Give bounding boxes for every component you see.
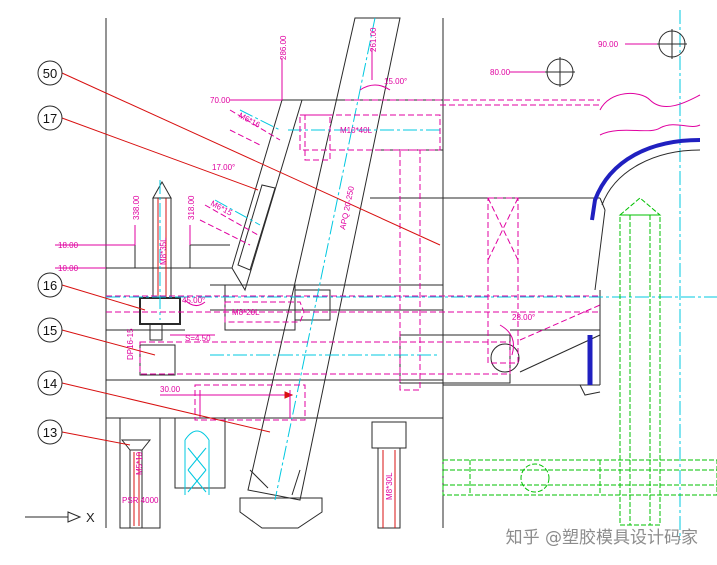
leader-lines [61, 72, 441, 446]
dim-338: 338.00 [132, 195, 141, 220]
dim-10: 10.00 [58, 264, 79, 273]
bolt-m5x10 [120, 439, 152, 529]
dimension-lines [55, 43, 657, 418]
watermark: 知乎 @塑胶模具设计码家 [506, 528, 698, 548]
svg-text:17: 17 [43, 111, 57, 126]
svg-text:15: 15 [43, 323, 57, 338]
callout-m6x16: M6*16 [237, 111, 262, 130]
part-contour [599, 92, 701, 111]
plastic-part-surface [590, 138, 701, 221]
datum-markers [545, 29, 687, 87]
plastic-part-inner [601, 149, 701, 206]
dim-80: 80.00 [490, 68, 511, 77]
dim-90: 90.00 [598, 40, 619, 49]
svg-text:14: 14 [43, 376, 57, 391]
callout-psr: PSR 4000 [122, 496, 159, 505]
dim-angle-15: 15.00° [384, 77, 407, 86]
callout-m5x10: M5*10 [135, 451, 144, 475]
bolt-m8x30 [382, 450, 396, 528]
dim-18: 18.00 [58, 241, 79, 250]
dim-s450: S=4.50 [185, 334, 211, 343]
svg-text:13: 13 [43, 425, 57, 440]
spring-block [184, 430, 210, 495]
svg-text:50: 50 [43, 66, 57, 81]
x-axis-label: X [86, 510, 95, 525]
balloon-16: 16 [37, 272, 63, 298]
ejector-system [442, 197, 717, 526]
callout-m8x20: M8*20L [232, 308, 260, 317]
dim-angle-45: 45.00° [182, 296, 205, 305]
dim-dp16: DP16-15 [126, 328, 135, 360]
x-axis-indicator: X [25, 510, 95, 525]
dim-70: 70.00 [210, 96, 231, 105]
callout-m6x15: M6*15 [209, 199, 234, 218]
hidden-lines [106, 99, 601, 421]
dim-30: 30.00 [160, 385, 181, 394]
balloon-14: 14 [37, 370, 63, 396]
dim-286: 286.00 [279, 35, 288, 60]
dim-angle-28: 28.00° [512, 313, 535, 322]
part-contour-2 [599, 124, 701, 136]
dim-318: 318.00 [187, 195, 196, 220]
balloon-13: 13 [37, 419, 63, 445]
callout-apq: APQ 20-250 [338, 185, 356, 230]
callout-m8x35: M8*35L [159, 237, 168, 265]
svg-text:16: 16 [43, 278, 57, 293]
dim-angle-17: 17.00° [212, 163, 235, 172]
balloon-17: 17 [37, 105, 63, 131]
balloon-50: 50 [37, 60, 63, 86]
balloon-15: 15 [37, 317, 63, 343]
callout-m10x40: M10*40L [340, 126, 373, 135]
mold-outline [105, 17, 606, 529]
part-corner [579, 384, 601, 396]
dim-261: 261.00 [369, 27, 378, 52]
callout-m8x30: M8*30L [385, 472, 394, 500]
